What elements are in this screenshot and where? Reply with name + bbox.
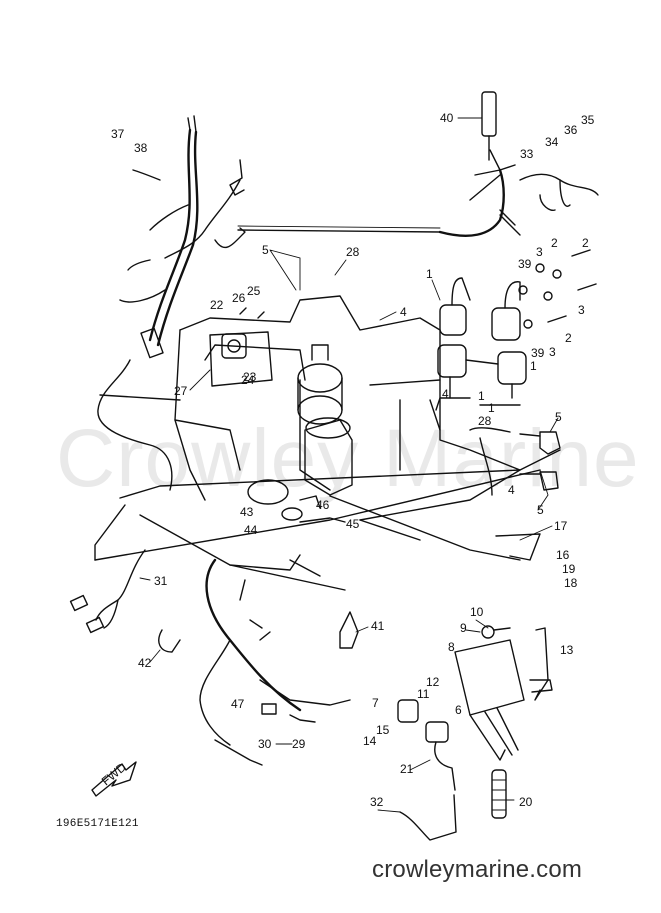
part-label-40: 40: [440, 111, 454, 125]
part-label-2c: 2: [565, 331, 572, 345]
upper-right-harness: [435, 91, 599, 496]
part-label-1c: 1: [478, 389, 485, 403]
engine-block: [94, 295, 561, 591]
part-label-20: 20: [519, 795, 533, 809]
part-label-14: 14: [363, 734, 377, 748]
part-label-37: 37: [111, 127, 125, 141]
site-url[interactable]: crowleymarine.com: [372, 856, 583, 883]
part-label-17: 17: [554, 519, 568, 533]
part-label-29: 29: [292, 737, 306, 751]
part-callouts: 37 38 5 28 4 1 25 26 22 27 24 23 40 33 3…: [111, 111, 595, 809]
part-label-5a: 5: [262, 243, 269, 257]
part-label-22: 22: [210, 298, 224, 312]
part-label-47: 47: [231, 697, 245, 711]
part-label-5c: 5: [537, 503, 544, 517]
part-label-46: 46: [316, 498, 330, 512]
part-label-28a: 28: [346, 245, 360, 259]
part-label-24: 24: [241, 373, 255, 387]
part-label-41: 41: [371, 619, 385, 633]
part-label-3c: 3: [549, 345, 556, 359]
part-label-5b: 5: [555, 410, 562, 424]
diagram-code: 196E5171E121: [56, 818, 139, 830]
part-label-3a: 3: [536, 245, 543, 259]
part-label-39a: 39: [518, 257, 532, 271]
part-label-21: 21: [400, 762, 414, 776]
part-label-39b: 39: [531, 346, 545, 360]
part-label-1b: 1: [530, 359, 537, 373]
leader-lines: [139, 117, 559, 813]
part-label-38: 38: [134, 141, 148, 155]
part-label-1d: 1: [488, 401, 495, 415]
part-label-4b-top: 4: [442, 387, 449, 401]
part-label-6: 6: [455, 703, 462, 717]
part-label-45: 45: [346, 517, 360, 531]
bottom-right-components: [299, 495, 553, 841]
main-harness: [97, 115, 441, 491]
part-label-30: 30: [258, 737, 272, 751]
part-label-42: 42: [138, 656, 152, 670]
part-label-8: 8: [448, 640, 455, 654]
part-label-7: 7: [372, 696, 379, 710]
part-label-25: 25: [247, 284, 261, 298]
fwd-arrow-icon: FWD: [91, 760, 137, 797]
part-label-33: 33: [520, 147, 534, 161]
part-label-18: 18: [564, 576, 578, 590]
part-label-4a: 4: [400, 305, 407, 319]
part-label-26: 26: [232, 291, 246, 305]
part-label-11: 11: [417, 687, 430, 701]
part-label-27: 27: [174, 384, 188, 398]
part-label-2b: 2: [582, 236, 589, 250]
part-label-4b: 4: [508, 483, 515, 497]
part-label-10: 10: [470, 605, 484, 619]
part-label-23: 23: [243, 370, 257, 384]
part-label-36: 36: [564, 123, 578, 137]
part-label-3b: 3: [578, 303, 585, 317]
left-components: [69, 307, 351, 766]
part-label-1a: 1: [426, 267, 433, 281]
part-label-34: 34: [545, 135, 559, 149]
part-label-12: 12: [426, 675, 440, 689]
part-label-13: 13: [560, 643, 574, 657]
part-label-9: 9: [460, 621, 467, 635]
part-label-28b: 28: [478, 414, 492, 428]
part-label-35: 35: [581, 113, 595, 127]
part-label-44: 44: [244, 523, 258, 537]
part-label-2a: 2: [551, 236, 558, 250]
part-label-32: 32: [370, 795, 384, 809]
part-label-16: 16: [556, 548, 570, 562]
part-label-15: 15: [376, 723, 390, 737]
part-label-31: 31: [154, 574, 168, 588]
part-label-19: 19: [562, 562, 576, 576]
part-label-43: 43: [240, 505, 254, 519]
